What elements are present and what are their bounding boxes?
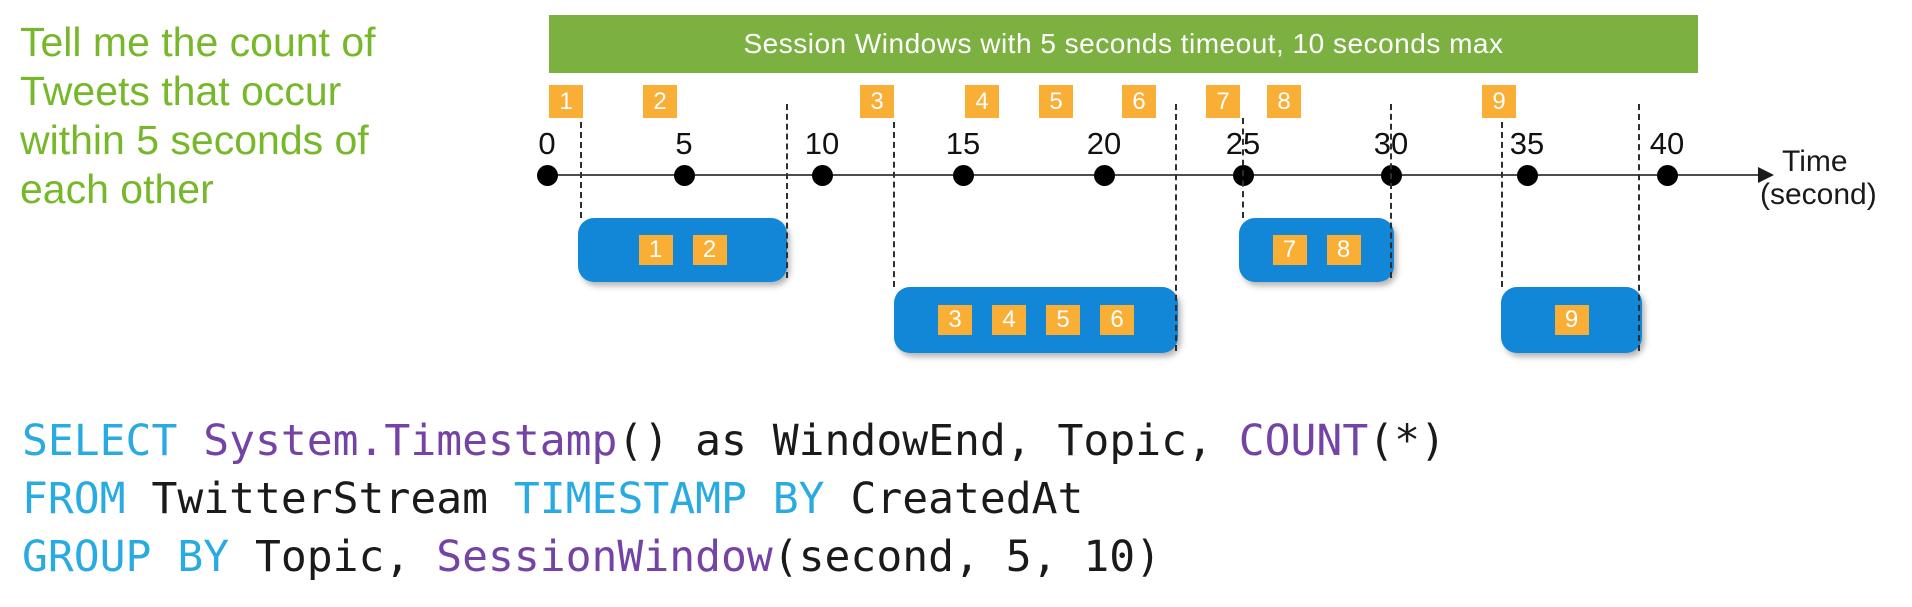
timeline-dot [953,165,974,186]
event-marker-5: 5 [1039,85,1073,118]
axis-arrowhead-icon [1758,167,1774,183]
event-chip-8: 8 [1326,235,1361,265]
timeline-dot [674,165,695,186]
query-description-line: each other [20,166,214,212]
code-token-keyword: FROM [22,474,152,524]
query-description-line: Tell me the count of [20,19,376,65]
query-description-line: Tweets that occur [20,68,342,114]
code-token-function: SessionWindow [436,532,773,582]
session-window-banner: Session Windows with 5 seconds timeout, … [549,15,1698,73]
code-token-function: System.Timestamp [203,416,618,466]
event-chip-4: 4 [992,305,1026,335]
event-chip-1: 1 [638,235,673,265]
event-marker-8: 8 [1267,85,1301,118]
code-token-function: COUNT [1238,416,1369,466]
axis-unit-sublabel: (second) [1760,178,1877,211]
sql-query-code: SELECT System.Timestamp() as WindowEnd, … [22,412,1446,586]
code-token-plain: CreatedAt [850,474,1084,524]
window-boundary-line [893,122,895,287]
tick-label: 5 [675,126,693,161]
session-window-9: 9 [1501,287,1642,353]
code-token-keyword: GROUP BY [22,532,255,582]
code-line: SELECT System.Timestamp() as WindowEnd, … [22,412,1446,470]
event-marker-6: 6 [1122,85,1156,118]
tick-label: 15 [945,126,981,161]
tick-label: 10 [804,126,840,161]
tick-label: 20 [1086,126,1122,161]
window-boundary-line [1390,104,1392,278]
timeline-dot [1517,165,1538,186]
query-description-line: within 5 seconds of [20,117,369,163]
window-boundary-line [1638,104,1640,351]
code-token-keyword: SELECT [22,416,204,466]
code-line: FROM TwitterStream TIMESTAMP BY CreatedA… [22,470,1446,528]
timeline-dot [1657,165,1678,186]
window-boundary-line [786,104,788,278]
code-token-plain: (second, 5, 10) [772,532,1162,582]
time-axis-line [547,174,1758,176]
event-marker-3: 3 [860,85,894,118]
timeline-dot [1094,165,1115,186]
event-marker-9: 9 [1482,85,1516,118]
timeline-dot [812,165,833,186]
query-description: Tell me the count of Tweets that occur w… [20,18,376,214]
code-token-plain: TwitterStream [151,474,514,524]
axis-unit-label: Time [1782,145,1848,178]
window-boundary-line [1501,122,1503,287]
event-marker-2: 2 [643,85,677,118]
event-chip-3: 3 [938,305,972,335]
event-chip-6: 6 [1100,305,1134,335]
code-token-plain: Topic, [255,532,437,582]
tick-label: 40 [1649,126,1685,161]
tick-label: 35 [1509,126,1545,161]
event-marker-1: 1 [549,85,583,118]
window-boundary-line [1242,118,1244,218]
code-token-keyword: TIMESTAMP BY [513,474,851,524]
window-boundary-line [580,122,582,218]
window-boundary-line [1175,104,1177,351]
banner-title: Session Windows with 5 seconds timeout, … [743,28,1504,59]
tick-label: 0 [538,126,556,161]
code-token-plain: () as WindowEnd, Topic, [617,416,1239,466]
event-marker-7: 7 [1206,85,1240,118]
code-token-plain: (*) [1368,416,1446,466]
event-chip-7: 7 [1272,235,1307,265]
timeline-dot [537,165,558,186]
event-marker-4: 4 [965,85,999,118]
code-line: GROUP BY Topic, SessionWindow(second, 5,… [22,528,1446,586]
event-chip-5: 5 [1046,305,1080,335]
event-chip-9: 9 [1554,305,1589,335]
event-chip-2: 2 [692,235,727,265]
